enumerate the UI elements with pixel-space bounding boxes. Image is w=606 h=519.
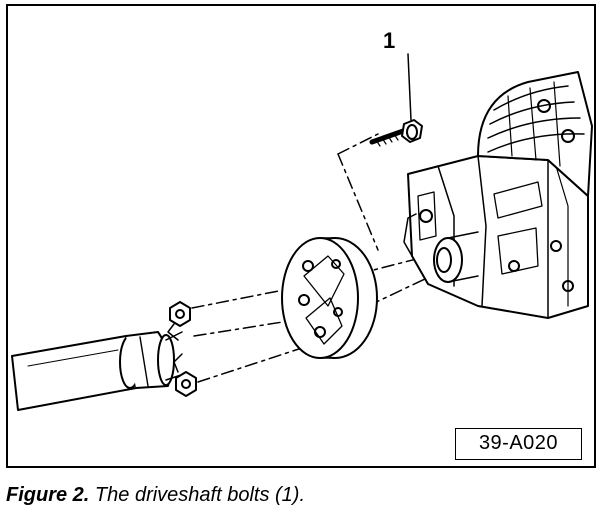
driveshaft-tube	[11, 331, 185, 411]
figure-caption: Figure 2. The driveshaft bolts (1).	[6, 484, 305, 507]
reference-code-box: 39-A020	[455, 428, 582, 460]
callout-number: 1	[383, 28, 396, 53]
driveshaft-nut-upper	[167, 301, 191, 341]
driveshaft-bolt	[369, 119, 423, 147]
transmission-housing	[403, 155, 589, 319]
output-flange	[433, 231, 479, 283]
driveshaft-nut-lower	[173, 353, 197, 397]
alignment-lines	[191, 133, 449, 383]
caption-text: The driveshaft bolts (1).	[94, 484, 306, 506]
figure-frame: 1 39-A020	[6, 4, 596, 468]
finned-housing	[477, 71, 593, 197]
flange-disc	[281, 237, 378, 359]
driveshaft-illustration	[11, 53, 593, 411]
caption-label: Figure 2.	[6, 484, 90, 506]
